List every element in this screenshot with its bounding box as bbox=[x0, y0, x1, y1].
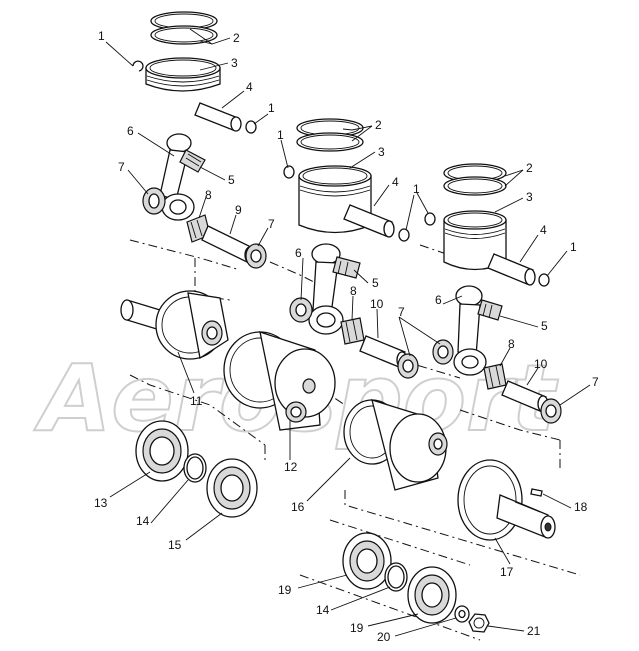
piston-pin-2 bbox=[343, 204, 395, 238]
circlip-2b bbox=[398, 228, 410, 242]
needle-bearing-5c bbox=[477, 299, 503, 321]
callout-1: 1 bbox=[268, 101, 275, 115]
callout-4: 4 bbox=[540, 223, 547, 237]
spacer-ring-14a bbox=[183, 453, 207, 483]
callout-6: 6 bbox=[127, 124, 134, 138]
callout-4: 4 bbox=[392, 175, 399, 189]
callout-15: 15 bbox=[168, 538, 182, 552]
needle-bearing-5b bbox=[332, 256, 361, 279]
callout-7: 7 bbox=[398, 305, 405, 319]
callout-13: 13 bbox=[94, 496, 108, 510]
piston-ring-set-2 bbox=[296, 118, 364, 152]
callout-11: 11 bbox=[190, 394, 203, 408]
piston-pin-1 bbox=[194, 102, 242, 132]
callout-3: 3 bbox=[231, 56, 238, 70]
callout-3: 3 bbox=[378, 145, 385, 159]
callout-8: 8 bbox=[508, 337, 515, 351]
connecting-rod-3 bbox=[453, 285, 487, 376]
callout-5: 5 bbox=[541, 319, 548, 333]
callout-8: 8 bbox=[205, 188, 212, 202]
main-bearing-19a bbox=[342, 532, 392, 590]
callout-19: 19 bbox=[350, 621, 364, 635]
callout-2: 2 bbox=[233, 31, 240, 45]
connecting-rod-2 bbox=[308, 243, 344, 335]
main-bearing-19b bbox=[407, 566, 457, 624]
callout-10: 10 bbox=[370, 297, 384, 311]
leader-lines bbox=[105, 28, 591, 637]
callout-5: 5 bbox=[372, 276, 379, 290]
callout-17: 17 bbox=[500, 565, 514, 579]
callout-7: 7 bbox=[118, 160, 125, 174]
thrust-washer-7b bbox=[245, 243, 267, 269]
callout-19: 19 bbox=[278, 583, 292, 597]
thrust-washer-7f bbox=[540, 398, 562, 424]
piston-pin-3 bbox=[487, 253, 536, 286]
crankshaft-section-16 bbox=[343, 399, 448, 491]
callout-6: 6 bbox=[295, 246, 302, 260]
main-bearing-13 bbox=[135, 420, 189, 482]
callout-20: 20 bbox=[377, 630, 391, 644]
callout-12: 12 bbox=[284, 460, 298, 474]
circlip-1b bbox=[245, 120, 257, 134]
callout-7: 7 bbox=[268, 217, 275, 231]
callout-4: 4 bbox=[246, 80, 253, 94]
thrust-washer-7c bbox=[289, 297, 313, 323]
circlip-1a bbox=[132, 60, 144, 72]
callout-1: 1 bbox=[98, 29, 105, 43]
main-bearing-15 bbox=[206, 458, 258, 518]
callout-14: 14 bbox=[136, 514, 150, 528]
circlip-3b bbox=[538, 273, 550, 287]
woodruff-key-18 bbox=[530, 488, 543, 497]
callout-3: 3 bbox=[526, 190, 533, 204]
crankshaft-section-12 bbox=[223, 331, 336, 431]
thrust-washer-7d bbox=[397, 353, 419, 379]
piston-ring-set-3 bbox=[443, 163, 507, 196]
callout-10: 10 bbox=[534, 357, 548, 371]
callout-14: 14 bbox=[316, 603, 330, 617]
needle-bearing-8c bbox=[483, 363, 507, 390]
piston-ring-set-1 bbox=[150, 11, 218, 45]
callout-2: 2 bbox=[526, 161, 533, 175]
needle-bearing-8b bbox=[340, 317, 365, 345]
callout-18: 18 bbox=[574, 500, 588, 514]
piston-1 bbox=[145, 57, 221, 92]
connecting-rod-1 bbox=[159, 133, 195, 221]
callout-labels: 1 2 3 4 1 6 5 7 8 9 7 1 2 3 4 1 6 5 8 10… bbox=[94, 29, 599, 644]
callout-1: 1 bbox=[277, 128, 284, 142]
circlip-2a bbox=[283, 165, 295, 179]
crankshaft-half-11 bbox=[120, 290, 229, 360]
needle-bearing-5a bbox=[179, 149, 206, 173]
thrust-washer-7a bbox=[142, 187, 166, 215]
washer-20 bbox=[454, 605, 470, 623]
callout-21: 21 bbox=[527, 624, 541, 638]
callout-6: 6 bbox=[435, 293, 442, 307]
callout-1: 1 bbox=[413, 182, 420, 196]
nut-21 bbox=[468, 613, 490, 633]
crankshaft-end-17 bbox=[457, 459, 556, 541]
spacer-ring-14b bbox=[384, 562, 408, 592]
callout-5: 5 bbox=[228, 173, 235, 187]
callout-8: 8 bbox=[350, 284, 357, 298]
callout-2: 2 bbox=[375, 118, 382, 132]
callout-7: 7 bbox=[592, 375, 599, 389]
callout-9: 9 bbox=[235, 203, 242, 217]
callout-16: 16 bbox=[291, 500, 305, 514]
circlip-3a bbox=[424, 212, 436, 226]
callout-1: 1 bbox=[570, 240, 577, 254]
thrust-washer-7e bbox=[432, 339, 454, 365]
